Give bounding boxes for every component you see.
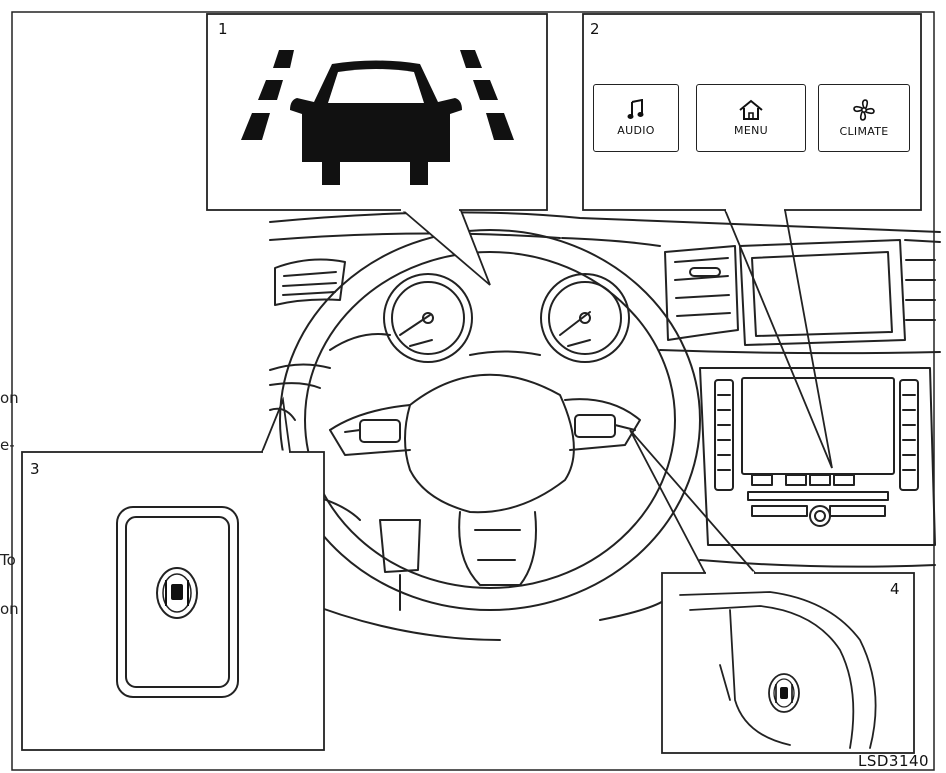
climate-button-label: CLIMATE	[839, 125, 889, 138]
dashboard-drawing	[269, 211, 941, 641]
callout-1-number: 1	[218, 20, 228, 38]
steering-closeup-drawing	[679, 591, 877, 749]
figure-code: LSD3140	[858, 752, 930, 770]
callout-3-pointer	[261, 396, 291, 453]
audio-button[interactable]: AUDIO	[593, 84, 679, 152]
lane-assist-switch-panel	[116, 506, 239, 698]
menu-button[interactable]: MENU	[696, 84, 806, 152]
cropped-text-fragment: e-	[0, 436, 15, 454]
lane-assist-switch-closeup-icon	[768, 673, 800, 713]
callout-4-number: 4	[890, 580, 900, 598]
callout-4-pointer	[629, 429, 756, 574]
callout-2-pointer	[724, 209, 833, 469]
cropped-text-fragment: To	[0, 551, 16, 569]
home-icon	[739, 99, 763, 120]
fan-icon	[853, 99, 875, 121]
music-note-icon	[627, 99, 644, 119]
callout-2-number: 2	[590, 20, 600, 38]
audio-button-label: AUDIO	[617, 124, 655, 137]
callout-3-number: 3	[30, 460, 40, 478]
cropped-text-fragment: on	[0, 389, 19, 407]
figure-frame	[11, 11, 935, 771]
callout-1-pointer	[399, 207, 491, 286]
cropped-text-fragment: on	[0, 600, 19, 618]
menu-button-label: MENU	[734, 124, 768, 137]
climate-button[interactable]: CLIMATE	[818, 84, 910, 152]
callout-4-box	[661, 572, 915, 754]
car-windshield	[328, 69, 424, 103]
lane-assist-switch-icon	[156, 567, 198, 619]
